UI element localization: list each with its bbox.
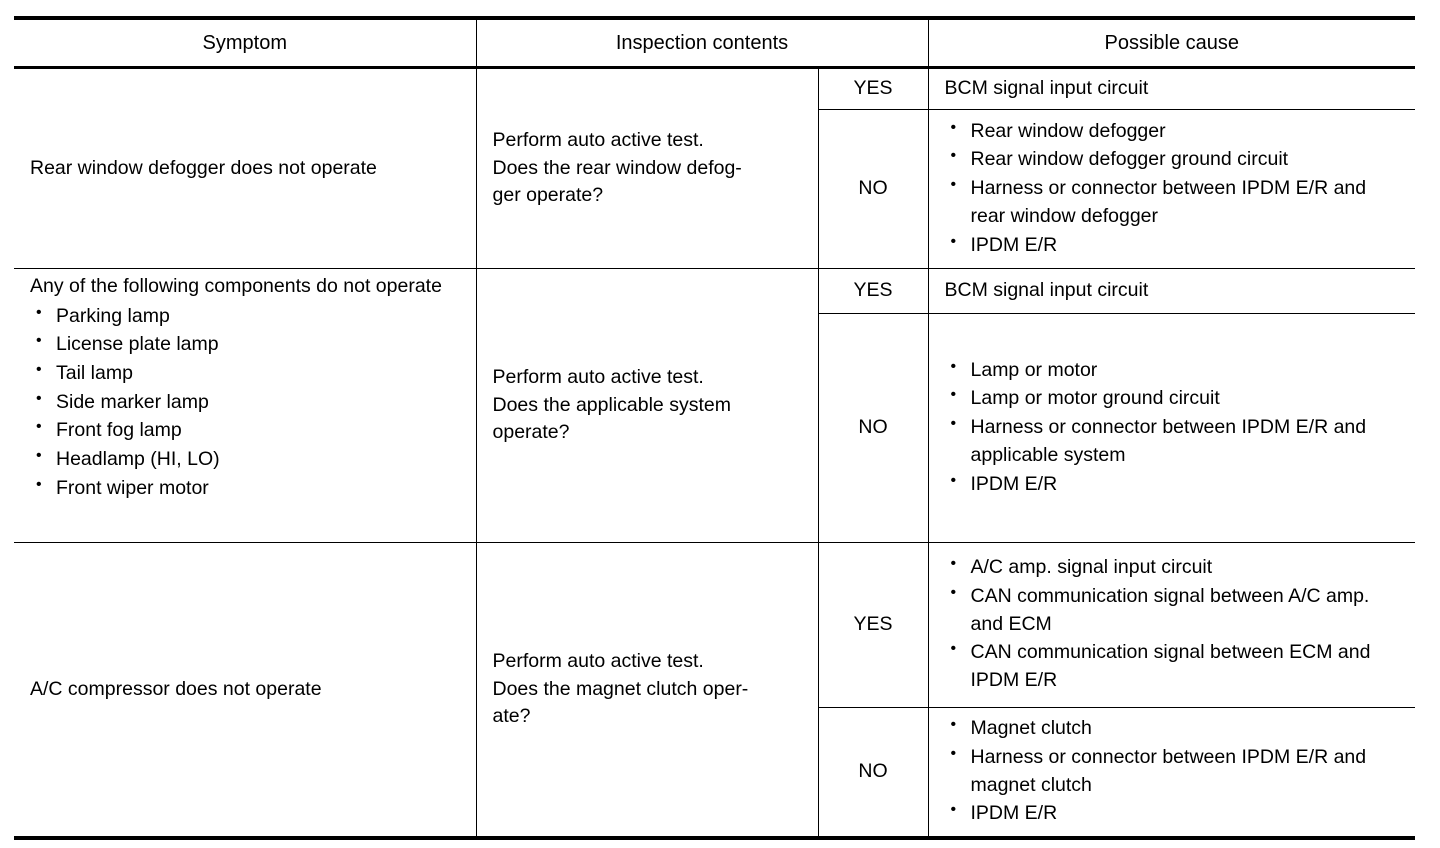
list-item: License plate lamp: [30, 330, 466, 359]
possible-cause-cell: A/C amp. signal input circuit CAN commun…: [927, 542, 1415, 708]
list-item: CAN communication signal between A/C amp…: [945, 582, 1402, 638]
list-item: Front fog lamp: [30, 416, 466, 445]
table-header: Symptom Inspection contents Possible cau…: [14, 18, 1415, 69]
list-item: IPDM E/R: [945, 470, 1402, 499]
list-item: IPDM E/R: [945, 799, 1402, 828]
list-item: Headlamp (HI, LO): [30, 445, 466, 474]
possible-cause-cell: Lamp or motor Lamp or motor ground circu…: [927, 313, 1415, 543]
answer-label-yes: YES: [817, 542, 929, 708]
list-item: Harness or connector between IPDM E/R an…: [945, 174, 1402, 230]
diagnosis-symptom-table: Symptom Inspection contents Possible cau…: [14, 16, 1415, 840]
possible-cause-cell: BCM signal input circuit: [927, 268, 1415, 314]
list-item: Lamp or motor ground circuit: [945, 384, 1402, 413]
inspection-text: Perform auto active test. Does the magne…: [492, 649, 749, 728]
table-row: Any of the following components do not o…: [14, 268, 1415, 543]
list-item: Lamp or motor: [945, 356, 1402, 385]
table-body: Rear window defogger does not operate Pe…: [14, 67, 1415, 839]
inspection-contents-cell: Perform auto active test. Does the magne…: [475, 542, 819, 839]
table-row: NO Lamp or motor Lamp or motor ground ci…: [14, 313, 1415, 543]
column-header-possible-cause: Possible cause: [927, 18, 1415, 69]
symptom-text: Any of the following components do not o…: [30, 275, 442, 297]
list-item: Harness or connector between IPDM E/R an…: [945, 743, 1402, 799]
list-item: Front wiper motor: [30, 474, 466, 503]
possible-cause-cell: Magnet clutch Harness or connector betwe…: [927, 707, 1415, 839]
list-item: Rear window defogger: [945, 117, 1402, 146]
cause-text: BCM signal input circuit: [944, 279, 1149, 302]
symptom-text: A/C compressor does not operate: [30, 677, 322, 700]
answer-label-no: NO: [818, 313, 929, 543]
cause-bullet-list: Rear window defogger Rear window defogge…: [945, 117, 1402, 260]
answer-label-yes: YES: [817, 268, 929, 314]
symptom-cell: A/C compressor does not operate: [14, 542, 477, 839]
answer-label-no: NO: [818, 707, 929, 839]
inspection-contents-cell: Perform auto active test. Does the rear …: [475, 67, 819, 269]
symptom-text: Rear window defogger does not operate: [30, 156, 377, 179]
symptom-cell: Rear window defogger does not operate: [14, 67, 477, 269]
list-item: Parking lamp: [30, 302, 466, 331]
symptom-cell: Any of the following components do not o…: [14, 268, 477, 543]
list-item: Harness or connector between IPDM E/R an…: [945, 413, 1402, 469]
list-item: Magnet clutch: [945, 714, 1402, 743]
table-row: NO Magnet clutch Harness or connector be…: [14, 707, 1415, 839]
table-row: Rear window defogger does not operate Pe…: [14, 67, 1415, 269]
column-header-inspection-contents: Inspection contents: [475, 18, 929, 69]
cause-bullet-list: Lamp or motor Lamp or motor ground circu…: [945, 356, 1402, 499]
list-item: CAN communication signal between ECM and…: [945, 638, 1402, 694]
cause-bullet-list: A/C amp. signal input circuit CAN commun…: [945, 553, 1402, 694]
possible-cause-cell: BCM signal input circuit: [927, 67, 1415, 110]
answer-label-no: NO: [818, 109, 929, 269]
list-item: A/C amp. signal input circuit: [945, 553, 1402, 582]
inspection-contents-cell: Perform auto active test. Does the appli…: [475, 268, 819, 543]
possible-cause-cell: Rear window defogger Rear window defogge…: [927, 109, 1415, 269]
table-row: A/C compressor does not operate Perform …: [14, 542, 1415, 839]
answer-label-yes: YES: [817, 67, 929, 110]
list-item: Side marker lamp: [30, 388, 466, 417]
table-row: NO Rear window defogger Rear window defo…: [14, 109, 1415, 269]
symptom-bullet-list: Parking lamp License plate lamp Tail lam…: [30, 302, 466, 503]
inspection-text: Perform auto active test. Does the rear …: [492, 128, 742, 207]
list-item: IPDM E/R: [945, 231, 1402, 260]
header-row: Symptom Inspection contents Possible cau…: [14, 18, 1415, 69]
inspection-text: Perform auto active test. Does the appli…: [492, 365, 731, 444]
list-item: Rear window defogger ground circuit: [945, 145, 1402, 174]
list-item: Tail lamp: [30, 359, 466, 388]
column-header-symptom: Symptom: [14, 18, 477, 69]
cause-text: BCM signal input circuit: [944, 77, 1149, 100]
cause-bullet-list: Magnet clutch Harness or connector betwe…: [945, 714, 1402, 828]
